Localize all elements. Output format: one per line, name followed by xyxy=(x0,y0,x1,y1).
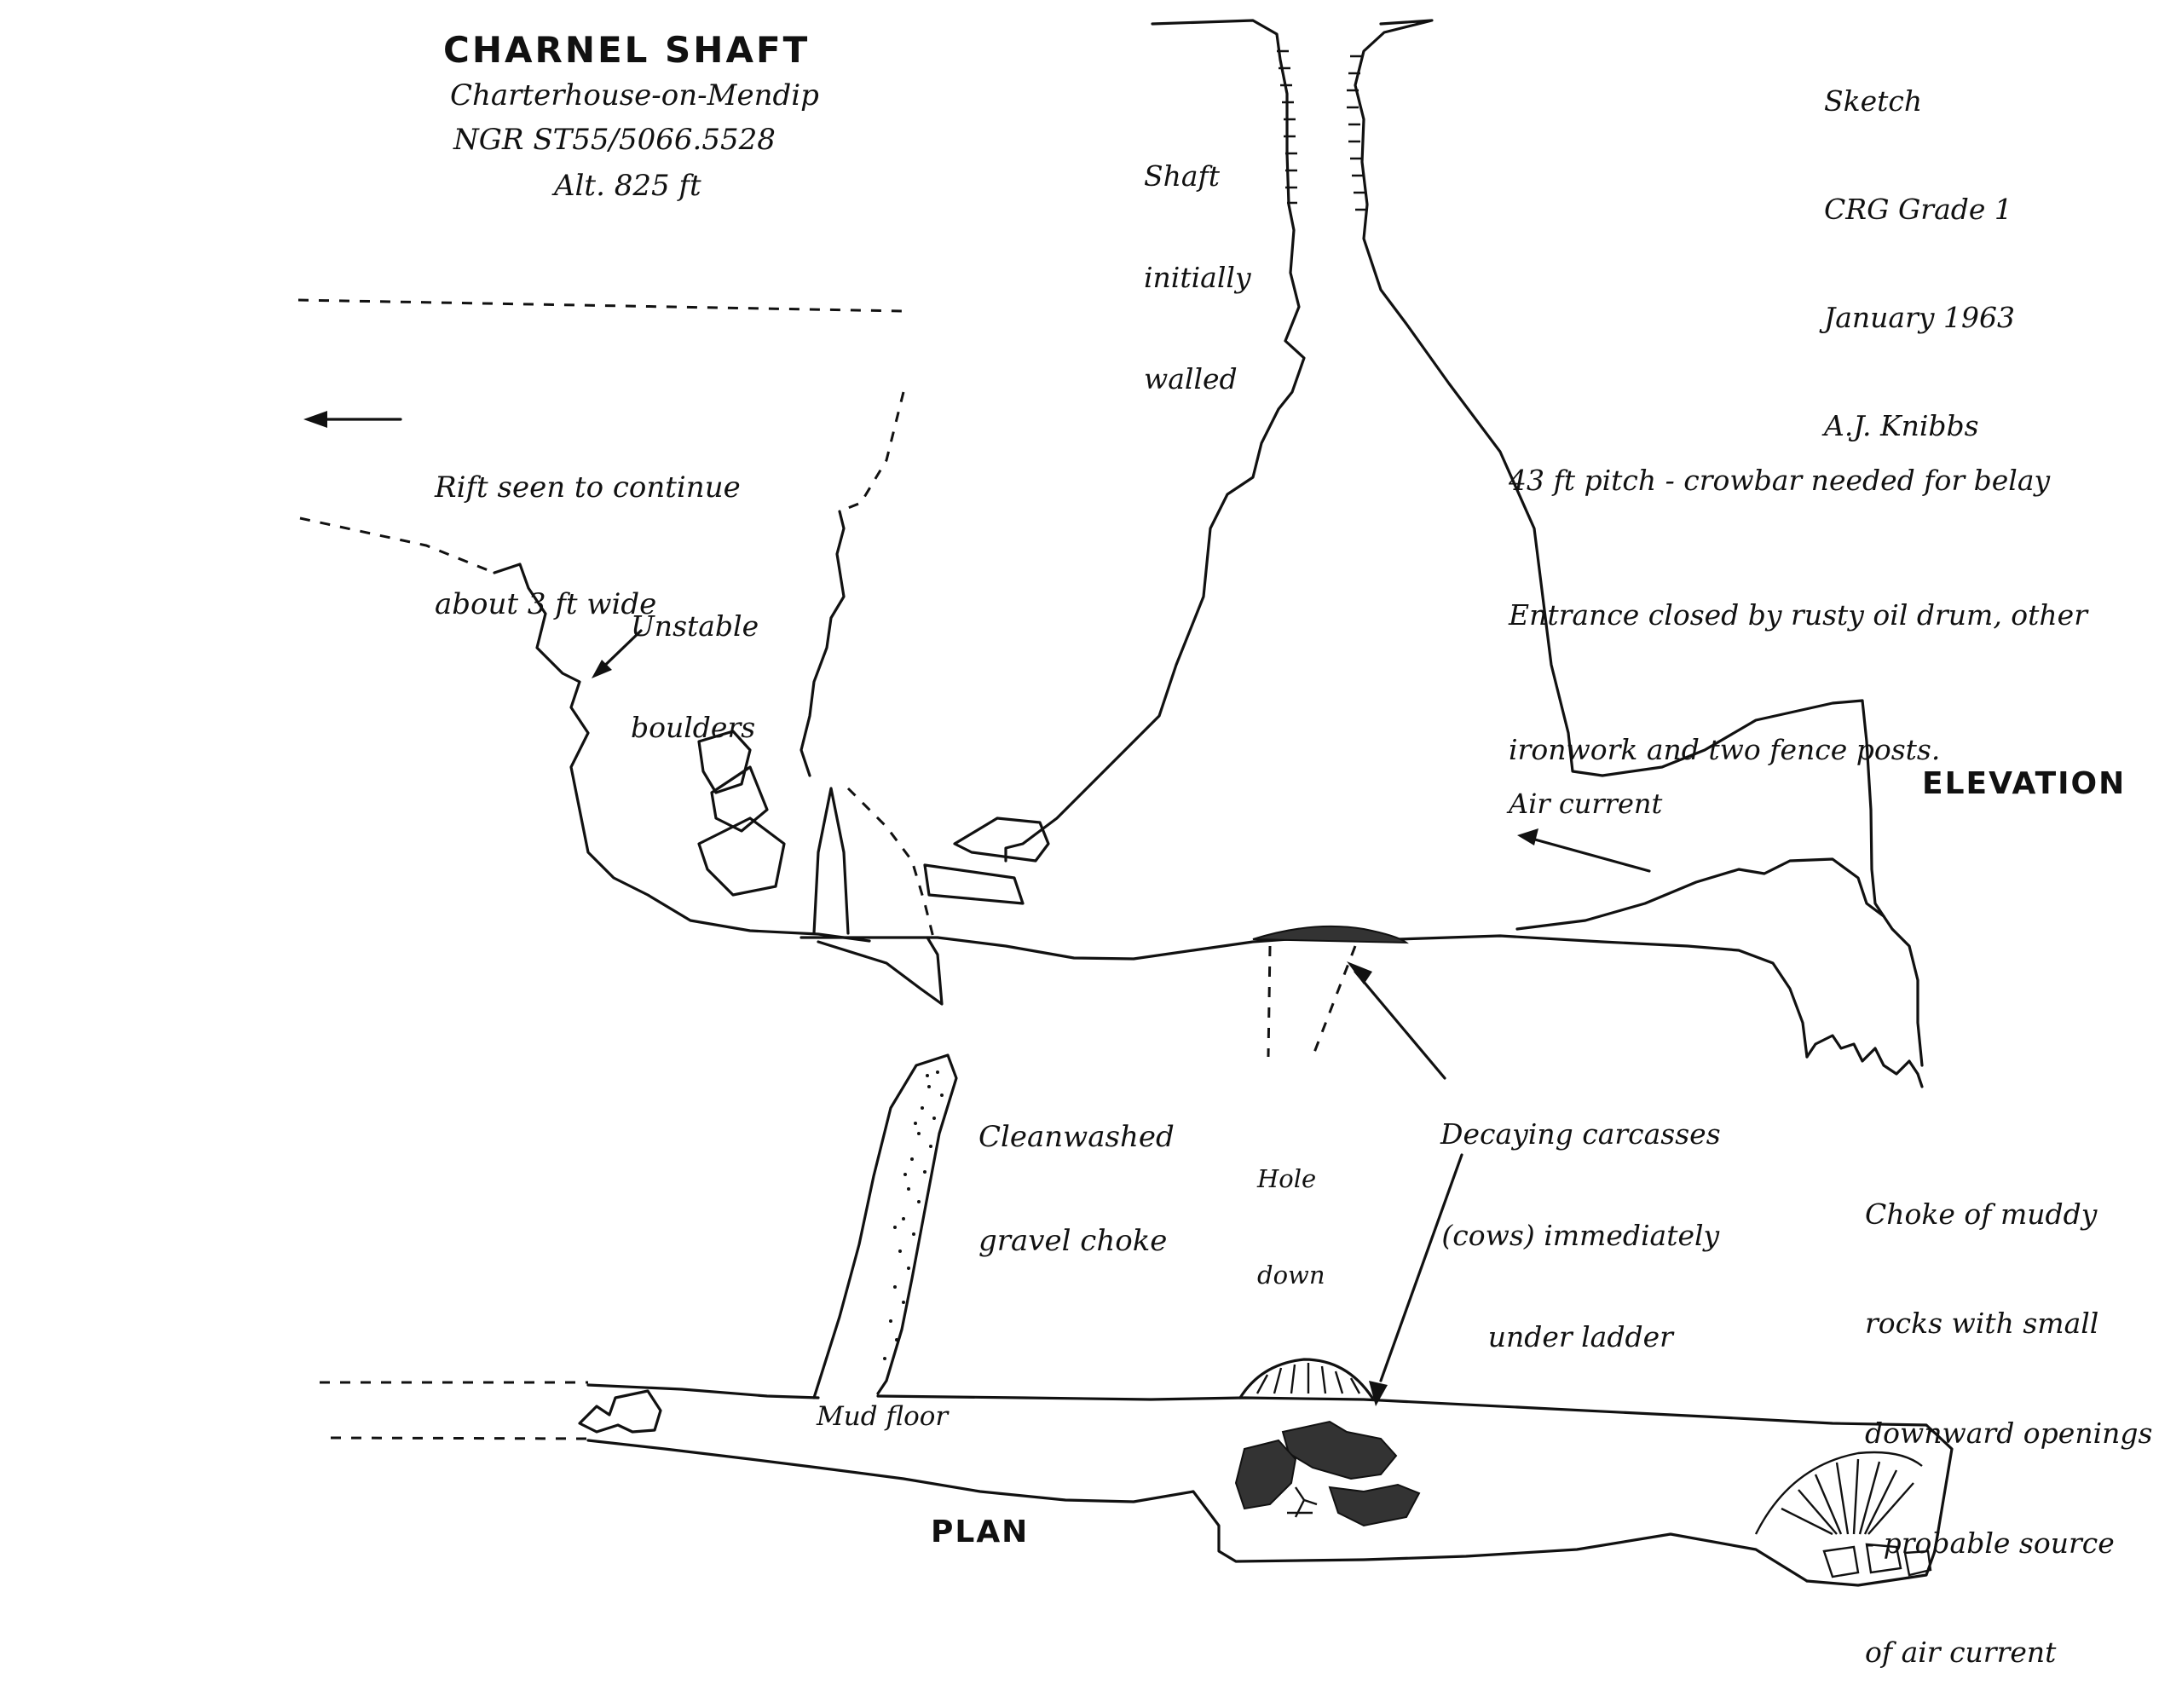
shaft-left-wall xyxy=(1004,19,1306,863)
survey-info-block: Sketch CRG Grade 1 January 1963 A.J. Kni… xyxy=(1824,12,2015,480)
muddy-choke-label: Choke of muddy rocks with small downward… xyxy=(1865,1197,2153,1670)
gravel-choke-passage xyxy=(812,1053,958,1399)
hole-down-label: Hole down xyxy=(1257,1164,1325,1290)
gravel-choke-label: Cleanwashed gravel choke xyxy=(978,1119,1175,1258)
carcass-mound-elevation xyxy=(1252,925,1409,944)
walled-hatching xyxy=(1277,49,1367,211)
survey-info-line: Sketch xyxy=(1824,84,1923,118)
carcass-arrow xyxy=(1354,970,1446,1080)
muddy-choke xyxy=(1805,1034,1924,1088)
pitch-label: 43 ft pitch - crowbar needed for belay E… xyxy=(1509,463,2087,767)
shaft-right-wall xyxy=(1354,19,1924,1067)
survey-info-line: January 1963 xyxy=(1824,300,2015,334)
plan-carcass-arrow xyxy=(1379,1153,1463,1382)
survey-altitude: Alt. 825 ft xyxy=(554,169,701,203)
elevation-floor xyxy=(799,934,1809,1059)
survey-title: CHARNEL SHAFT xyxy=(443,29,811,71)
carcasses-label: Decaying carcasses (cows) immediately un… xyxy=(1440,1117,1721,1353)
survey-info-line: A.J. Knibbs xyxy=(1824,408,1979,442)
plan-heading: PLAN xyxy=(931,1515,1030,1549)
rift-lower-dashed xyxy=(299,516,495,574)
floor-chute xyxy=(817,936,944,1006)
plan-carcass-arrow-head xyxy=(1369,1381,1388,1406)
chamber-debris-cone xyxy=(812,787,850,935)
survey-info-line: CRG Grade 1 xyxy=(1824,193,2012,227)
gravel-stipple xyxy=(883,1070,944,1360)
plan-ladder-figure xyxy=(1287,1486,1318,1518)
air-current-arrow-head xyxy=(1517,828,1538,845)
plan-dashed-lower xyxy=(330,1436,589,1440)
air-current-label: Air current xyxy=(1509,788,1663,820)
plan-carcasses xyxy=(1234,1420,1421,1527)
plan-passage-north xyxy=(586,1383,1954,1587)
survey-ngr: NGR ST55/5066.5528 xyxy=(453,123,776,157)
mud-floor-label: Mud floor xyxy=(817,1401,949,1432)
shaft-walled-label: Shaft initially walled xyxy=(1144,159,1251,395)
survey-location: Charterhouse-on-Mendip xyxy=(450,78,819,113)
plan-east-choke xyxy=(1754,1451,1932,1578)
plan-shaft-hatching xyxy=(1256,1363,1361,1394)
plan-boulders-west xyxy=(578,1389,662,1434)
plan-shaft-mound xyxy=(1238,1358,1374,1399)
rift-label: Rift seen to continue about 3 ft wide xyxy=(435,470,741,622)
carcass-arrow-head xyxy=(1347,961,1372,984)
cave-survey-sheet: CHARNEL SHAFT Charterhouse-on-Mendip NGR… xyxy=(297,12,2152,1669)
hole-down-dashed xyxy=(1267,945,1272,1058)
east-passage-roof xyxy=(1515,857,1885,931)
chamber-right-wall xyxy=(799,510,846,777)
air-current-arrow xyxy=(1524,835,1651,873)
rift-upper-dashed xyxy=(297,298,904,313)
elevation-heading: ELEVATION xyxy=(1922,766,2127,801)
boulders-arrow-head xyxy=(592,660,612,678)
chamber-debris-dashed xyxy=(846,787,935,938)
rift-arrow-head xyxy=(303,411,327,428)
boulders xyxy=(697,730,1050,905)
chamber-upper-dashed xyxy=(839,391,905,513)
chamber-left-wall xyxy=(493,563,871,943)
plan-passage-south xyxy=(586,1439,1809,1583)
unstable-boulders-label: Unstable boulders xyxy=(631,609,759,744)
survey-drawing xyxy=(297,19,1954,1587)
